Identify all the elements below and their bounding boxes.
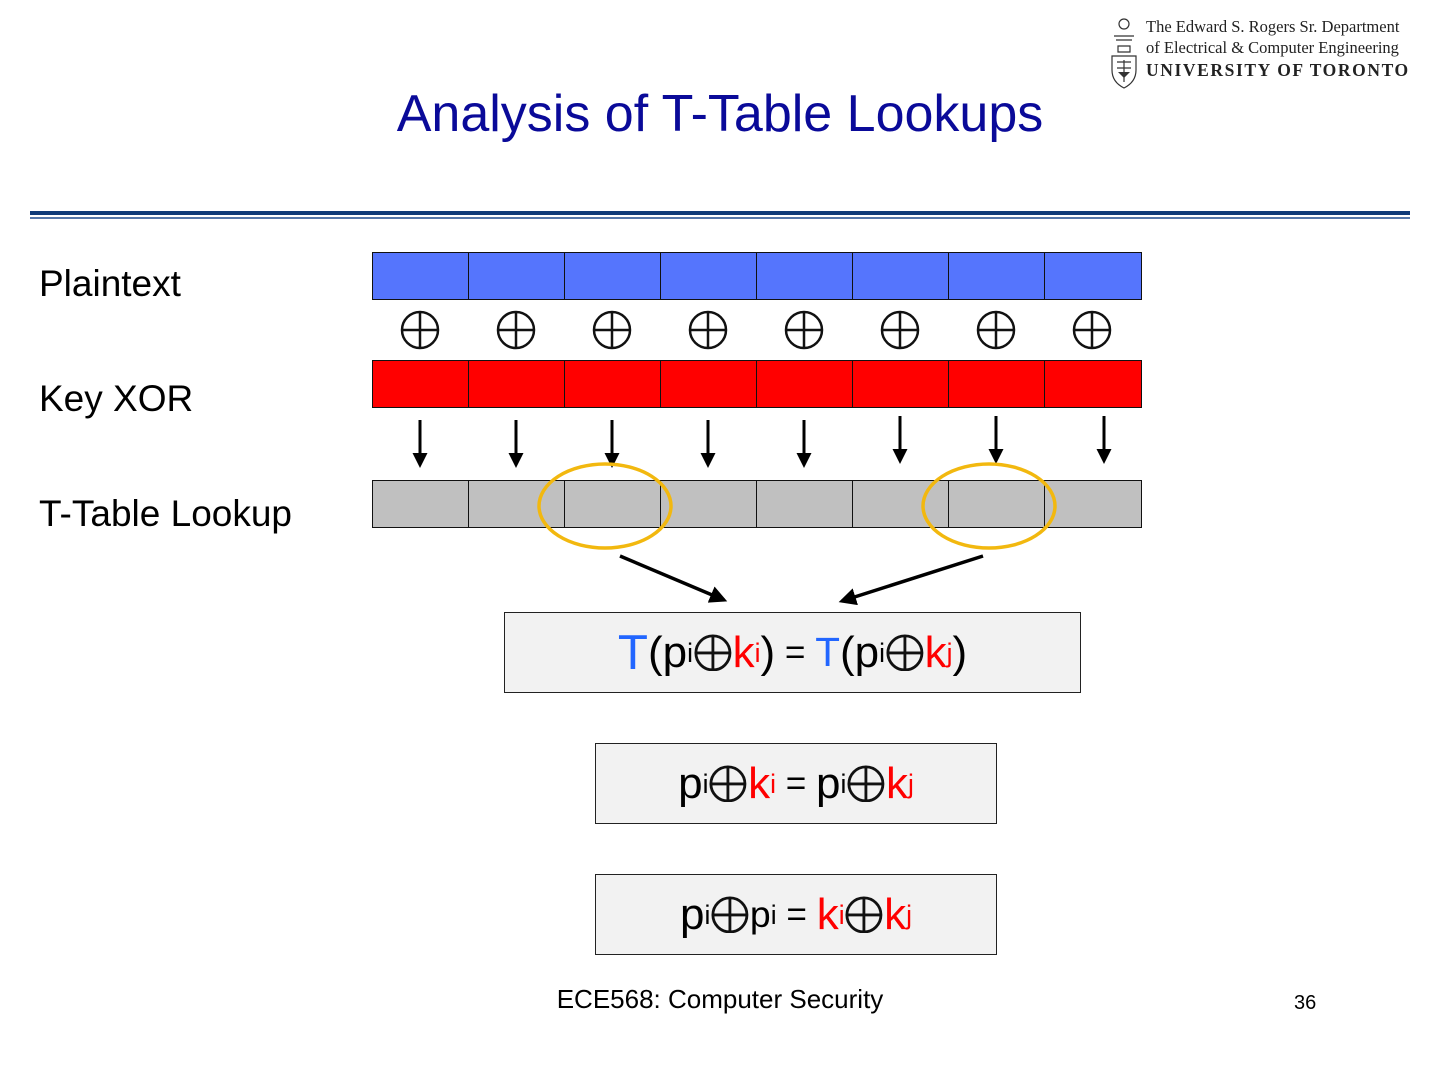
plaintext-symbol: p: [678, 758, 703, 808]
key-symbol: k: [748, 758, 771, 808]
plaintext-byte: [1044, 252, 1142, 300]
xor-icon: [711, 896, 749, 933]
plaintext-symbol: p: [854, 627, 880, 677]
slide-title: Analysis of T-Table Lookups: [396, 85, 1044, 143]
t-function: T: [815, 629, 840, 675]
key-byte: [660, 360, 758, 408]
xor-icon: [845, 896, 883, 933]
logo-department-line: The Edward S. Rogers Sr. Department: [1146, 17, 1400, 36]
paren-close: ): [952, 627, 968, 677]
t-table-entry: [1044, 480, 1142, 528]
equals-sign: =: [776, 894, 817, 934]
equals-sign: =: [775, 632, 816, 672]
key-bytes: [372, 360, 1142, 408]
key-symbol: k: [816, 889, 839, 939]
key-byte: [564, 360, 662, 408]
xor-icon: [1072, 310, 1112, 350]
plaintext-symbol: p: [679, 889, 705, 939]
t-table-entries: [372, 480, 1142, 528]
key-byte: [948, 360, 1046, 408]
key-byte: [372, 360, 470, 408]
key-symbol: k: [884, 889, 907, 939]
xor-icon: [886, 634, 924, 671]
plaintext-byte: [564, 252, 662, 300]
university-crest-icon: [1111, 18, 1137, 89]
t-table-entry: [660, 480, 758, 528]
key-byte: [1044, 360, 1142, 408]
key-byte: [852, 360, 950, 408]
xor-icon: [592, 310, 632, 350]
t-function: T: [617, 625, 648, 680]
xor-icon: [847, 765, 885, 802]
slide-footer: ECE568: Computer Security: [556, 984, 884, 1014]
paren-open: (: [648, 627, 663, 677]
row-label-plaintext: Plaintext: [39, 263, 181, 304]
plaintext-symbol: p: [662, 627, 688, 677]
plaintext-byte: [372, 252, 470, 300]
key-byte: [468, 360, 566, 408]
key-byte: [756, 360, 854, 408]
xor-icon: [694, 634, 732, 671]
key-symbol: k: [924, 627, 947, 677]
t-table-entry: [948, 480, 1046, 528]
plaintext-symbol: p: [816, 758, 841, 808]
plaintext-byte: [468, 252, 566, 300]
xor-icon: [400, 310, 440, 350]
plaintext-symbol: p: [749, 893, 771, 935]
title-divider-thin: [30, 217, 1410, 219]
xor-icon: [880, 310, 920, 350]
t-table-entry: [756, 480, 854, 528]
key-symbol: k: [885, 758, 908, 808]
paren-close: ): [760, 627, 776, 677]
plaintext-byte: [660, 252, 758, 300]
converge-arrow-left: [619, 554, 728, 603]
t-table-entry: [468, 480, 566, 528]
equals-sign: =: [775, 763, 817, 803]
t-table-entry: [372, 480, 470, 528]
t-table-entry: [564, 480, 662, 528]
converge-arrow-right: [838, 554, 984, 606]
xor-icon: [496, 310, 536, 350]
xor-icon: [709, 765, 747, 802]
logo-university-line: UNIVERSITY OF TORONTO: [1146, 60, 1410, 80]
xor-icon: [976, 310, 1016, 350]
row-label-t-table: T-Table Lookup: [39, 493, 293, 534]
plaintext-bytes: [372, 252, 1142, 300]
row-label-key-xor: Key XOR: [39, 378, 194, 419]
xor-icon: [784, 310, 824, 350]
title-divider: [30, 211, 1410, 215]
plaintext-byte: [948, 252, 1046, 300]
paren-open: (: [839, 627, 855, 677]
university-logo: The Edward S. Rogers Sr. Department of E…: [1108, 16, 1430, 94]
key-symbol: k: [732, 627, 755, 677]
plaintext-byte: [756, 252, 854, 300]
xor-icon: [688, 310, 728, 350]
t-table-entry: [852, 480, 950, 528]
plaintext-byte: [852, 252, 950, 300]
page-number: 36: [1294, 992, 1317, 1014]
logo-faculty-line: of Electrical & Computer Engineering: [1146, 38, 1399, 57]
